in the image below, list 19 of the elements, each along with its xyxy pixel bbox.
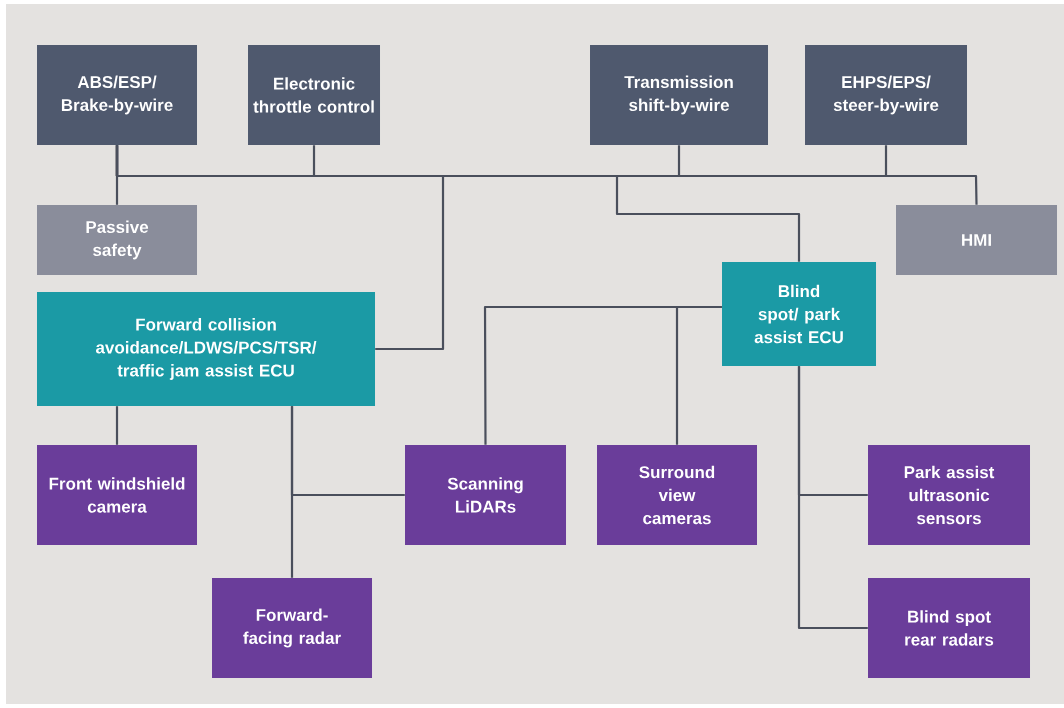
component-box: HMI [896,205,1057,275]
component-box: Electronic throttle control [248,45,380,145]
component-box: ABS/ESP/ Brake-by-wire [37,45,197,145]
component-box: Passive safety [37,205,197,275]
connector-line [290,406,405,497]
component-box: Scanning LiDARs [405,445,566,545]
connector-line [115,145,445,351]
component-box: Front windshield camera [37,445,197,545]
component-box: Forward-facing radar [212,578,372,678]
component-box: Forward collision avoidance/LDWS/PCS/TSR/ traffic jam assist ECU [37,292,375,406]
component-box: Blind spot rear radars [868,578,1030,678]
connector-line [115,406,119,445]
component-box: EHPS/EPS/ steer-by-wire [805,45,967,145]
component-box: Transmission shift-by-wire [590,45,768,145]
component-box: Blind spot/ park assist ECU [722,262,876,366]
connector-line [675,305,722,445]
component-box: Park assist ultrasonic sensors [868,445,1030,545]
connector-line [797,366,868,630]
component-box: Surround view cameras [597,445,757,545]
